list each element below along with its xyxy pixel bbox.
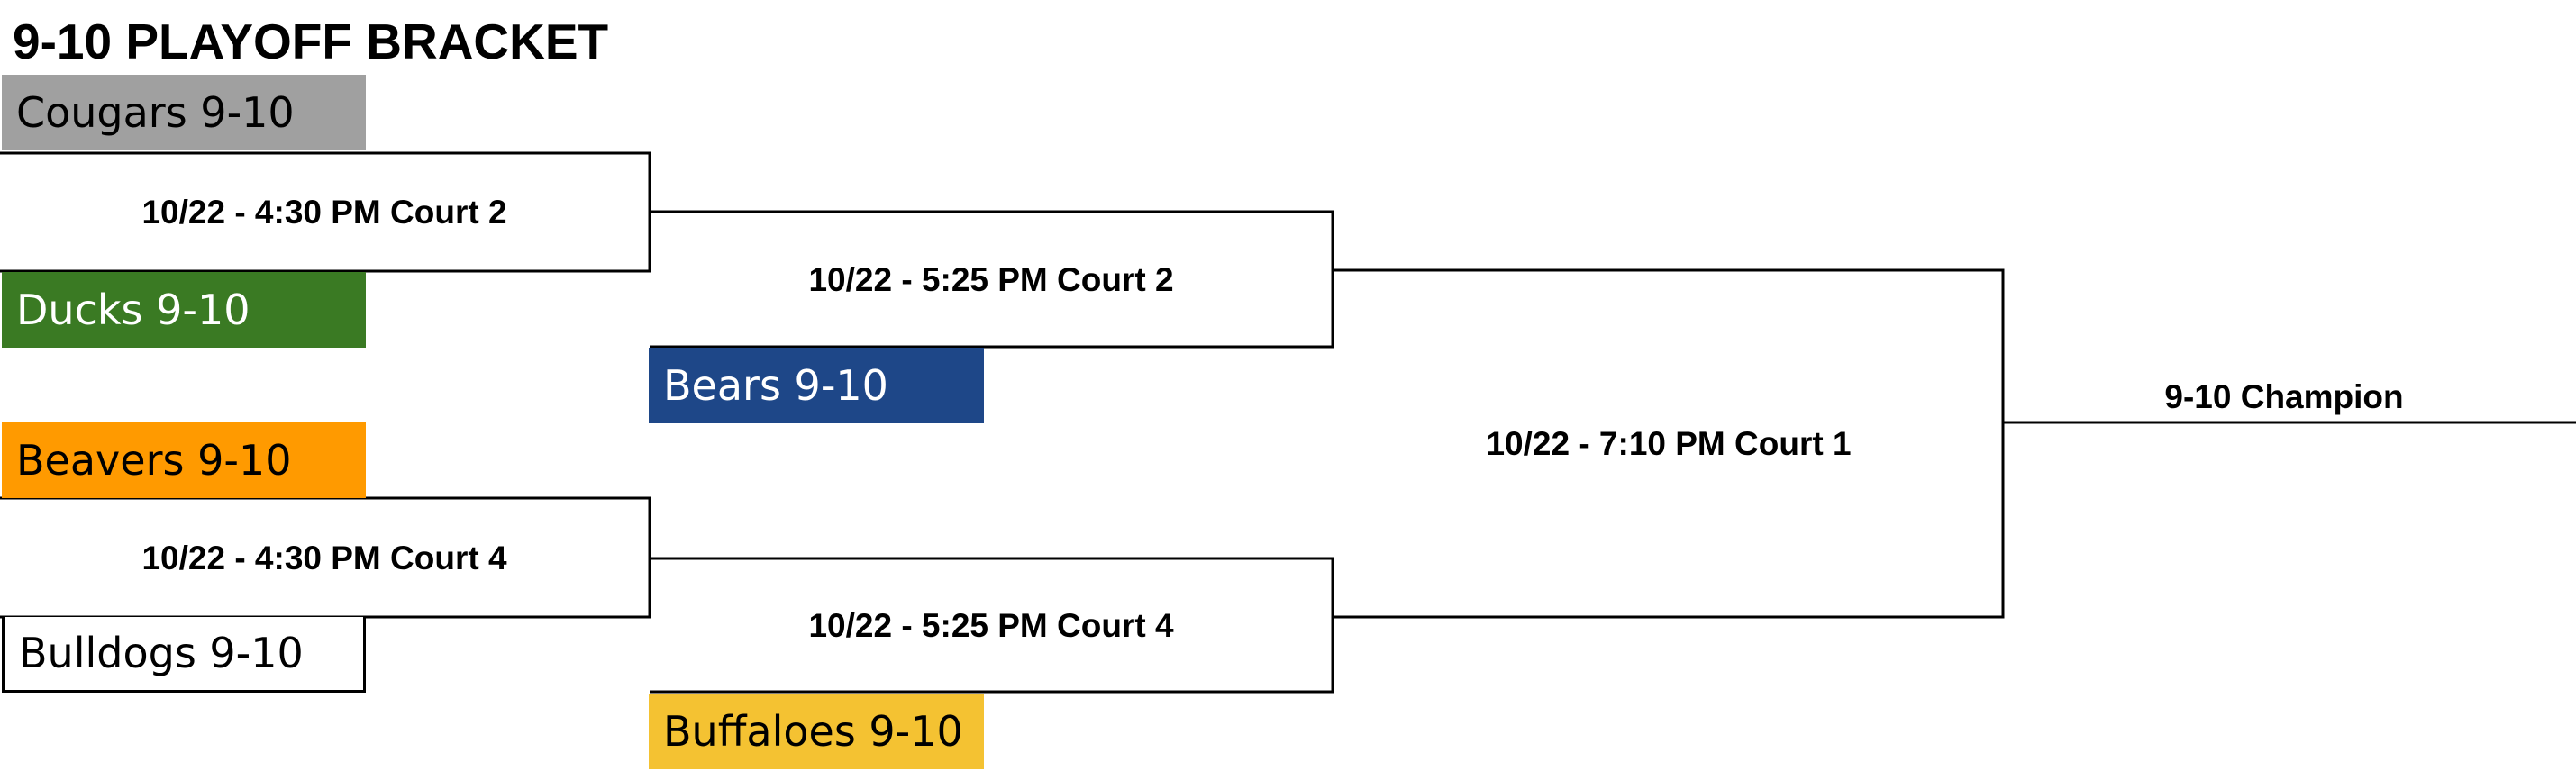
page-title: 9-10 PLAYOFF BRACKET: [13, 14, 609, 69]
bracket-connector-final: [1333, 268, 2005, 619]
team-beavers: Beavers 9-10: [2, 422, 366, 498]
game-label-final: 10/22 - 7:10 PM Court 1: [1486, 425, 1852, 462]
bracket-connector-r2-top: [650, 210, 1334, 349]
game-label-round1-top: 10/22 - 4:30 PM Court 2: [141, 194, 507, 231]
team-bears: Bears 9-10: [649, 348, 984, 423]
game-label-round2-bottom: 10/22 - 5:25 PM Court 4: [808, 607, 1174, 644]
team-ducks: Ducks 9-10: [2, 272, 366, 348]
champion-label: 9-10 Champion: [2164, 378, 2404, 415]
game-label-round2-top: 10/22 - 5:25 PM Court 2: [808, 261, 1174, 298]
team-cougars: Cougars 9-10: [2, 75, 366, 150]
game-label-round1-bottom: 10/22 - 4:30 PM Court 4: [141, 540, 507, 576]
bracket-connector-r2-bottom: [650, 557, 1334, 694]
team-buffaloes: Buffaloes 9-10: [649, 694, 984, 769]
team-bulldogs: Bulldogs 9-10: [2, 617, 366, 693]
